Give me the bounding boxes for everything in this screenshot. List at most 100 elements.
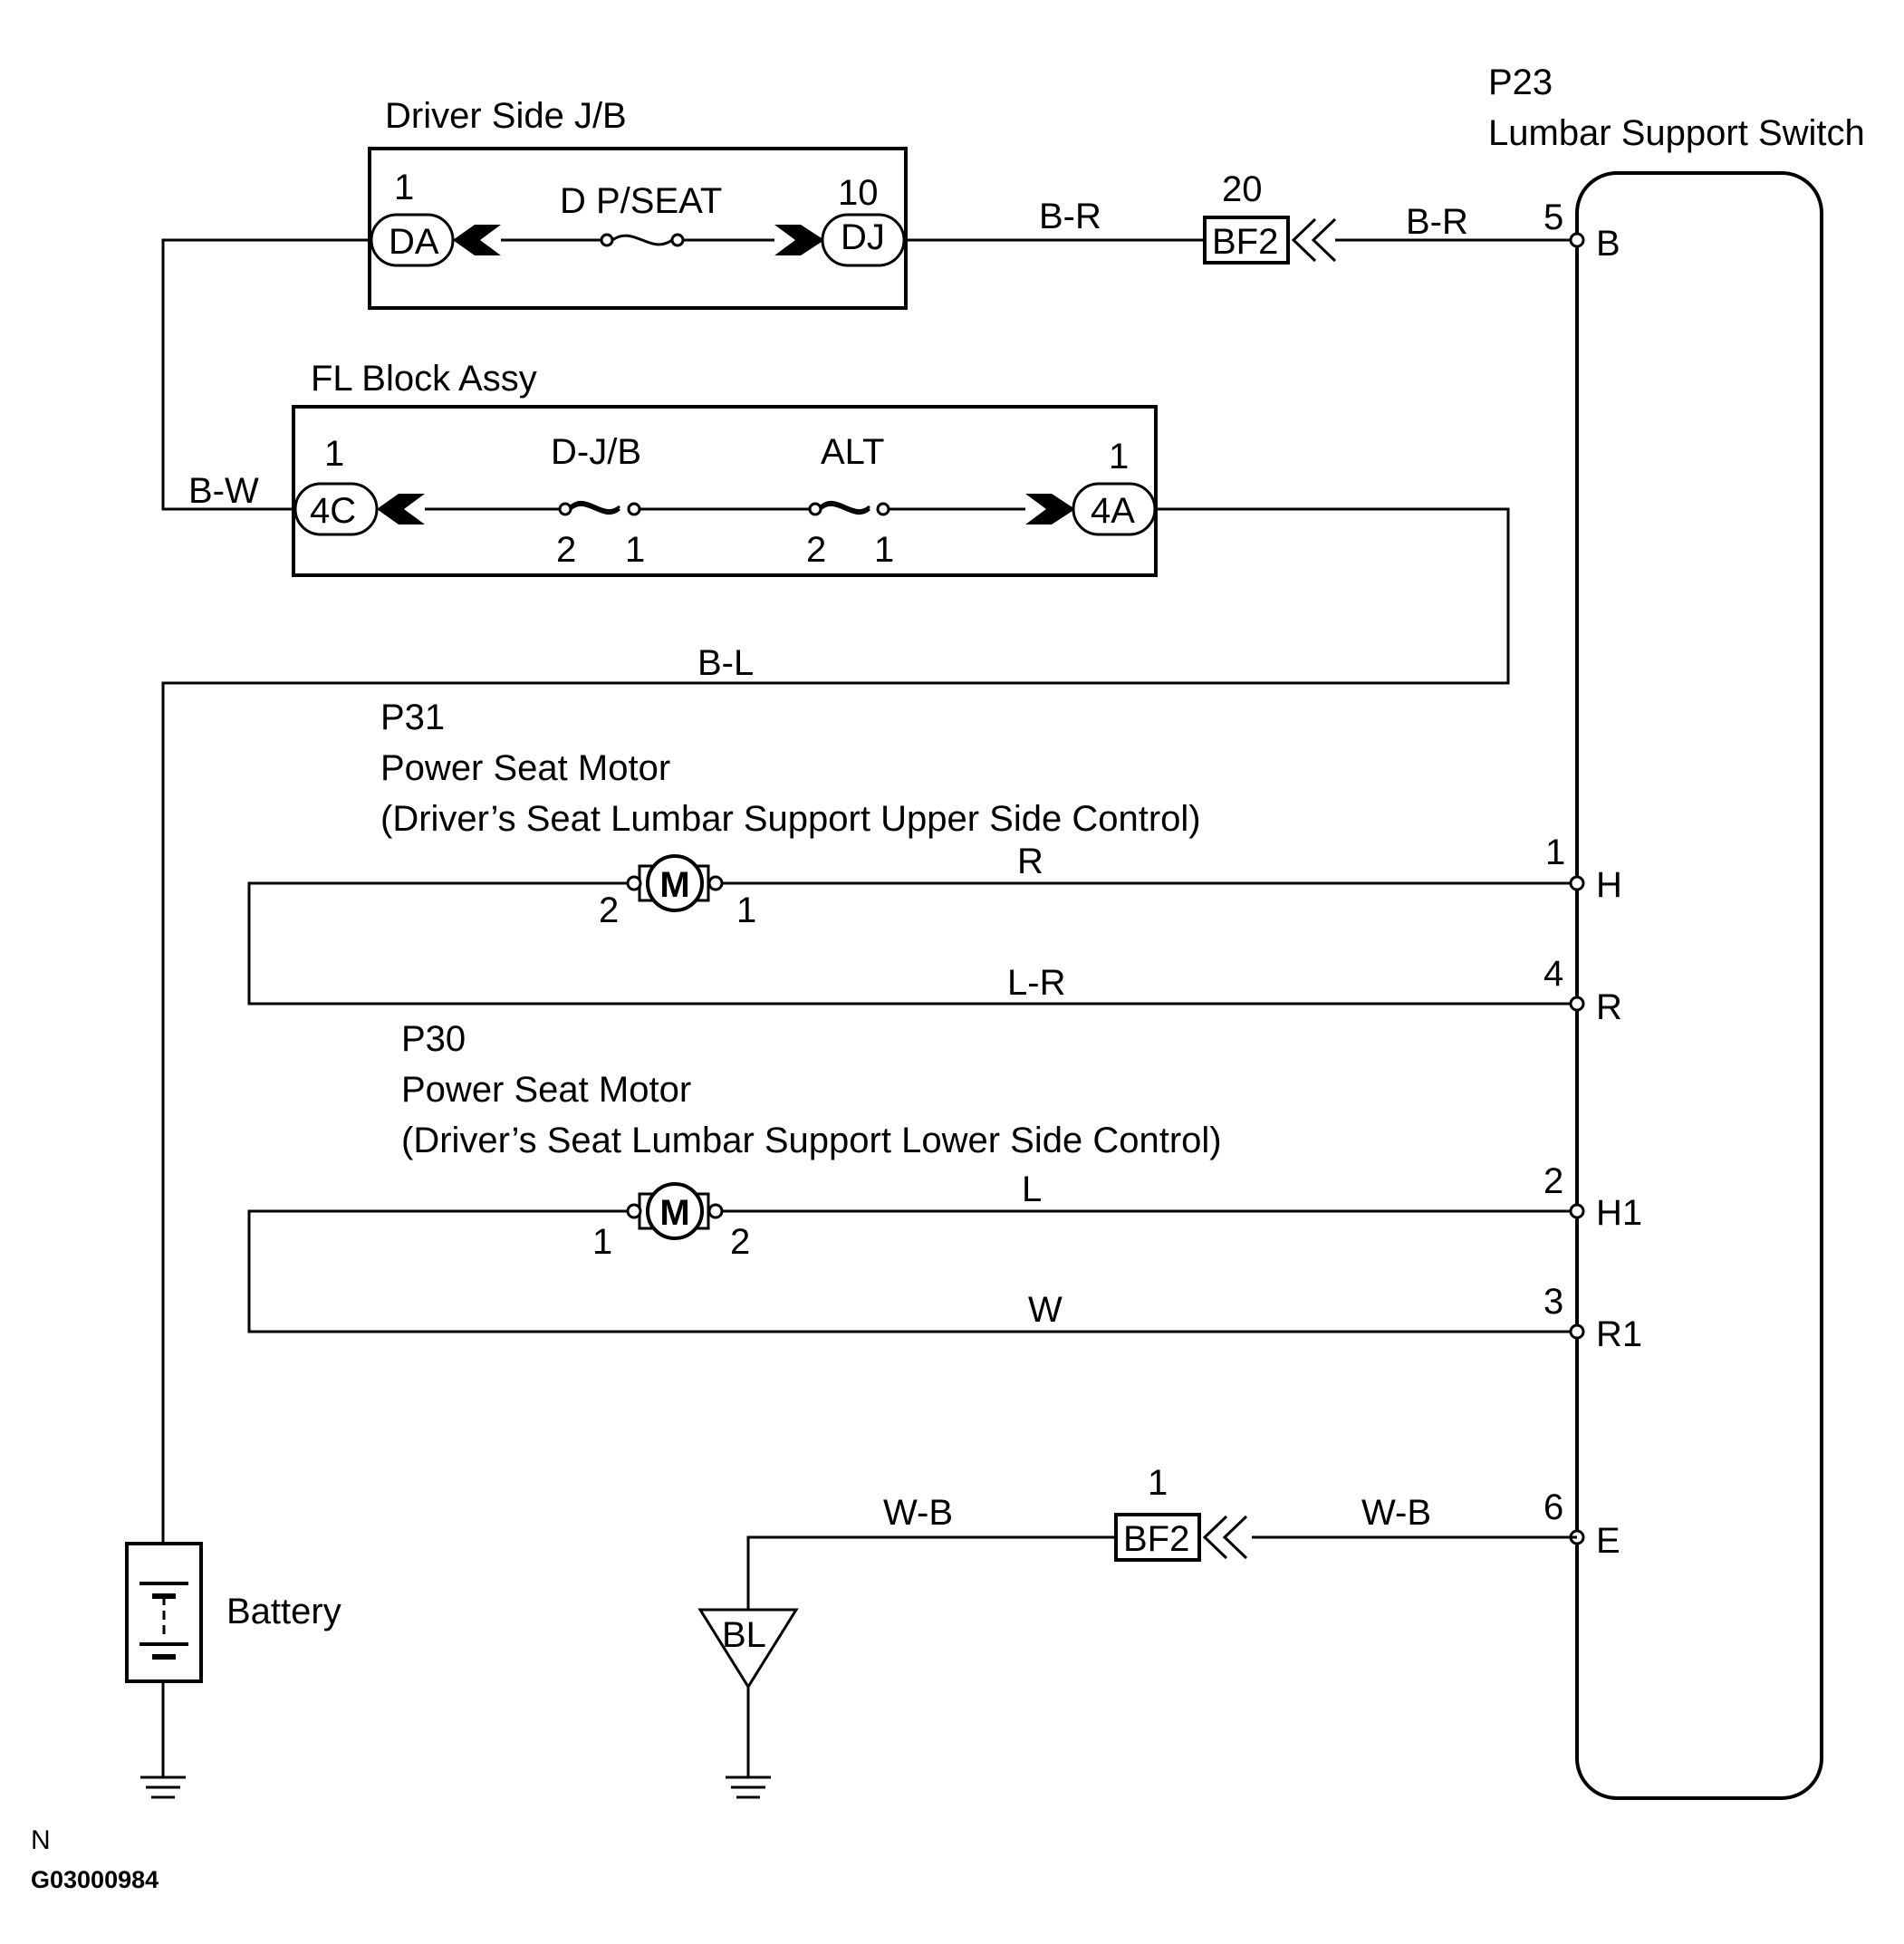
- power-seat-motor-lower: P30 Power Seat Motor (Driver’s Seat Lumb…: [247, 1019, 1577, 1333]
- switch-pin-b: 5 B: [1543, 197, 1620, 264]
- fuse-d-pseat-label: D P/SEAT: [560, 181, 722, 221]
- switch-pin-name: E: [1596, 1521, 1620, 1561]
- motor-terminal: [707, 875, 724, 891]
- wire-label-br-left: B-R: [1039, 197, 1101, 236]
- wire-label-bl: B-L: [697, 643, 754, 683]
- ground-bl-label: BL: [722, 1615, 766, 1655]
- connector-chevron-icon: [1291, 217, 1317, 263]
- fl-block-title: FL Block Assy: [311, 359, 537, 399]
- fuse-terminal: [808, 502, 822, 516]
- connector-dj: [821, 213, 906, 267]
- motor-lower-pin-right: 2: [730, 1222, 750, 1262]
- motor-upper-desc: (Driver’s Seat Lumbar Support Upper Side…: [380, 799, 1201, 839]
- switch-pin-name: H: [1596, 865, 1622, 905]
- bf2-bottom-pin: 1: [1148, 1463, 1168, 1503]
- footer-letter: N: [31, 1825, 51, 1855]
- connector-4c-label: 4C: [310, 491, 356, 531]
- motor-terminal: [626, 875, 642, 891]
- wire-bw: [161, 238, 371, 511]
- fuse-terminal: [627, 502, 641, 516]
- wire-label-bw: B-W: [188, 471, 259, 511]
- wire-bl: [161, 507, 1510, 1544]
- bf2-bottom-connector: 1 BF2: [1114, 1463, 1248, 1562]
- switch-pin-name: B: [1596, 224, 1620, 264]
- switch-pin-r: 4 R: [1543, 954, 1622, 1027]
- motor-lower-symbol: M: [659, 1193, 689, 1233]
- switch-name: Lumbar Support Switch: [1488, 113, 1865, 153]
- motor-icon: [646, 854, 704, 912]
- fuse-icon: [611, 234, 673, 246]
- wire-label-wb-right: W-B: [1361, 1493, 1431, 1533]
- switch-pin-r1: 3 R1: [1543, 1282, 1642, 1354]
- bf2-bottom-label: BF2: [1123, 1519, 1189, 1559]
- switch-pin-num: 6: [1543, 1487, 1563, 1527]
- fusible-link-icon: [570, 503, 620, 515]
- fuse-terminal: [670, 233, 685, 247]
- wire-label-r: R: [1017, 842, 1043, 881]
- connector-chevron-icon: [1311, 217, 1337, 263]
- wire-wb: [746, 1535, 1116, 1610]
- motor-icon: [646, 1182, 704, 1240]
- battery: Battery: [125, 1542, 341, 1799]
- wire-label-l: L: [1022, 1169, 1042, 1209]
- switch-pin-num: 1: [1545, 832, 1565, 872]
- switch-body: [1575, 171, 1823, 1800]
- wire-label-br-right: B-R: [1406, 202, 1468, 242]
- bf2-top-pin: 20: [1222, 169, 1263, 209]
- switch-pin-name: R1: [1596, 1314, 1642, 1354]
- switch-pin-h1: 2 H1: [1543, 1161, 1642, 1233]
- driver-side-jb: Driver Side J/B 1 DA D P/SEAT 10 DJ: [368, 96, 908, 310]
- connector-dj-label: DJ: [841, 217, 885, 257]
- connector-arrow-icon: [1025, 494, 1075, 524]
- ground-point-icon: [697, 1608, 799, 1689]
- switch-pin-num: 2: [1543, 1161, 1563, 1201]
- motor-upper-symbol: M: [659, 865, 689, 905]
- fuse-djb-pin-b: 1: [625, 530, 645, 570]
- fl-block-assy: FL Block Assy 1 4C D-J/B 2 1 ALT 2 1 1 4…: [292, 359, 1158, 577]
- connector-da-label: DA: [389, 222, 439, 262]
- wire-label-lr: L-R: [1007, 963, 1065, 1003]
- fl-block-box: [292, 405, 1158, 577]
- connector-4a-label: 4A: [1091, 491, 1135, 531]
- driver-jb-title: Driver Side J/B: [385, 96, 627, 136]
- connector-arrow-icon: [377, 494, 425, 524]
- fl-block-pin-right: 1: [1109, 437, 1129, 476]
- fuse-alt-pin-a: 2: [806, 530, 826, 570]
- wire-lr: [247, 881, 1577, 1006]
- motor-terminal: [707, 1203, 724, 1219]
- fuse-alt-pin-b: 1: [874, 530, 894, 570]
- switch-code: P23: [1488, 63, 1553, 102]
- lumbar-support-switch: P23 Lumbar Support Switch: [1488, 63, 1865, 1800]
- motor-upper-code: P31: [380, 698, 445, 737]
- motor-lower-name: Power Seat Motor: [401, 1070, 691, 1110]
- switch-pin-name: H1: [1596, 1193, 1642, 1233]
- motor-upper-name: Power Seat Motor: [380, 748, 670, 788]
- wire-label-wb-left: W-B: [883, 1493, 953, 1533]
- battery-label: Battery: [226, 1592, 341, 1631]
- motor-upper-pin-left: 2: [599, 890, 619, 930]
- motor-lower-desc: (Driver’s Seat Lumbar Support Lower Side…: [401, 1121, 1222, 1160]
- wire-w: [247, 1209, 1577, 1333]
- driver-jb-box: [368, 147, 908, 310]
- power-seat-motor-upper: P31 Power Seat Motor (Driver’s Seat Lumb…: [247, 698, 1577, 1006]
- driver-jb-pin-left: 1: [394, 168, 414, 207]
- switch-pin-num: 3: [1543, 1282, 1563, 1322]
- fuse-djb-label: D-J/B: [551, 432, 641, 472]
- switch-pin-h: 1 H: [1545, 832, 1622, 905]
- switch-pin-name: R: [1596, 987, 1622, 1027]
- fuse-djb-pin-a: 2: [556, 530, 576, 570]
- motor-upper-pin-right: 1: [736, 890, 756, 930]
- connector-arrow-icon: [453, 225, 501, 255]
- bf2-top-label: BF2: [1212, 222, 1278, 262]
- fuse-terminal: [558, 502, 572, 516]
- fuse-alt-label: ALT: [821, 432, 884, 472]
- ground-point-bl: BL: [697, 1608, 799, 1799]
- switch-pin-e: 6 E: [1543, 1487, 1620, 1561]
- fuse-terminal: [876, 502, 890, 516]
- motor-lower-pin-left: 1: [592, 1222, 612, 1262]
- bf2-top-box: [1203, 216, 1290, 265]
- bf2-top-connector: 20 BF2: [1203, 169, 1337, 265]
- fusible-link-icon: [820, 503, 870, 515]
- wire-label-w: W: [1028, 1290, 1063, 1330]
